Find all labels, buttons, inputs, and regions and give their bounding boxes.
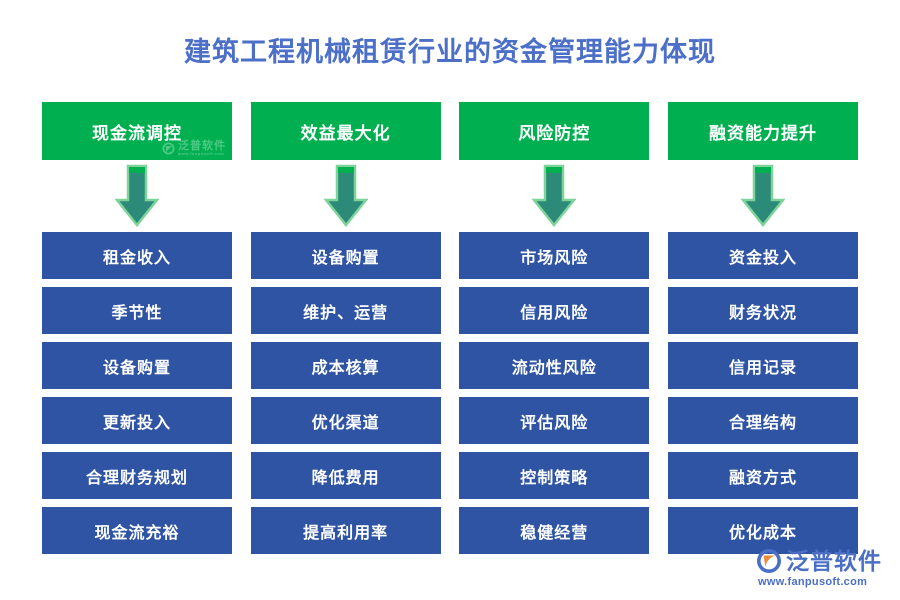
column-header-1-label: 现金流调控 — [92, 123, 182, 143]
column-financing: 融资能力提升 资金投入 财务状况 信用记录 合理结构 融资方式 优化成本 — [667, 102, 858, 554]
item-box[interactable]: 降低费用 — [250, 452, 441, 499]
item-label: 优化渠道 — [311, 414, 380, 432]
header-watermark-url: www.fanpusoft.com — [178, 151, 225, 156]
item-box[interactable]: 市场风险 — [459, 232, 650, 279]
column-risk-control: 风险防控 市场风险 信用风险 流动性风险 评估风险 控制策略 稳健经营 — [459, 102, 650, 554]
item-box[interactable]: 提高利用率 — [250, 507, 441, 554]
item-box[interactable]: 合理结构 — [667, 397, 858, 444]
brand-logo: 泛普软件 www.fanpusoft.com — [756, 548, 882, 588]
column-header-4[interactable]: 融资能力提升 — [667, 102, 858, 160]
item-box[interactable]: 成本核算 — [250, 342, 441, 389]
item-box[interactable]: 融资方式 — [667, 452, 858, 499]
item-label: 成本核算 — [311, 359, 380, 377]
item-box[interactable]: 信用记录 — [667, 342, 858, 389]
item-label: 财务状况 — [728, 304, 797, 322]
arrow-wrap-4 — [668, 160, 858, 232]
item-label: 合理财务规划 — [85, 469, 188, 487]
item-label: 市场风险 — [520, 249, 589, 267]
item-label: 提高利用率 — [303, 524, 389, 542]
fanpu-logo-icon — [162, 142, 175, 155]
fanpu-logo-icon — [757, 549, 781, 573]
logo-url: www.fanpusoft.com — [758, 576, 868, 588]
item-label: 控制策略 — [520, 469, 589, 487]
column-cash-flow: 现金流调控 泛普软件 www.fanpusoft.com — [42, 102, 232, 554]
item-label: 稳健经营 — [520, 524, 589, 542]
item-box[interactable]: 控制策略 — [459, 452, 650, 499]
column-benefit-max: 效益最大化 设备购置 维护、运营 成本核算 优化渠道 降低费用 提高利用率 — [250, 102, 441, 554]
column-header-3-label: 风险防控 — [518, 123, 591, 143]
down-arrow-icon — [740, 164, 785, 228]
item-label: 租金收入 — [102, 249, 171, 267]
arrow-wrap-2 — [251, 160, 441, 232]
item-box[interactable]: 评估风险 — [459, 397, 650, 444]
item-label: 资金投入 — [728, 249, 797, 267]
item-box[interactable]: 设备购置 — [250, 232, 441, 279]
item-label: 降低费用 — [311, 469, 380, 487]
item-label: 设备购置 — [311, 249, 380, 267]
item-box[interactable]: 资金投入 — [667, 232, 858, 279]
item-box[interactable]: 设备购置 — [42, 342, 232, 389]
item-box[interactable]: 季节性 — [42, 287, 232, 334]
page-title: 建筑工程机械租赁行业的资金管理能力体现 — [184, 37, 716, 67]
down-arrow-icon — [323, 164, 368, 228]
item-box[interactable]: 稳健经营 — [459, 507, 650, 554]
arrow-wrap-1 — [42, 160, 232, 232]
item-box[interactable]: 信用风险 — [459, 287, 650, 334]
item-label: 更新投入 — [102, 414, 171, 432]
column-header-4-label: 融资能力提升 — [708, 123, 817, 143]
item-label: 季节性 — [111, 304, 163, 322]
logo-brand: 泛普软件 — [786, 547, 882, 574]
down-arrow-icon — [532, 164, 577, 228]
item-box[interactable]: 财务状况 — [667, 287, 858, 334]
item-box[interactable]: 更新投入 — [42, 397, 232, 444]
column-header-2[interactable]: 效益最大化 — [250, 102, 441, 160]
item-label: 维护、运营 — [303, 304, 389, 322]
item-label: 信用风险 — [520, 304, 589, 322]
item-label: 设备购置 — [102, 359, 171, 377]
column-header-2-label: 效益最大化 — [300, 123, 391, 143]
arrow-wrap-3 — [459, 160, 649, 232]
item-label: 优化成本 — [728, 524, 797, 542]
column-header-1[interactable]: 现金流调控 泛普软件 www.fanpusoft.com — [42, 102, 232, 160]
logo-row: 泛普软件 — [756, 548, 882, 574]
header-watermark-brand: 泛普软件 — [178, 140, 226, 152]
item-box[interactable]: 流动性风险 — [459, 342, 650, 389]
item-box[interactable]: 现金流充裕 — [42, 507, 232, 554]
item-label: 流动性风险 — [511, 359, 597, 377]
item-box[interactable]: 优化渠道 — [250, 397, 441, 444]
down-arrow-icon — [115, 164, 159, 228]
item-label: 现金流充裕 — [94, 524, 180, 542]
item-label: 信用记录 — [728, 359, 797, 377]
item-box[interactable]: 优化成本 — [667, 507, 858, 554]
item-box[interactable]: 租金收入 — [42, 232, 232, 279]
item-label: 融资方式 — [728, 469, 797, 487]
column-header-3[interactable]: 风险防控 — [459, 102, 650, 160]
item-box[interactable]: 维护、运营 — [250, 287, 441, 334]
columns-grid: 现金流调控 泛普软件 www.fanpusoft.com — [42, 102, 858, 554]
item-label: 合理结构 — [728, 414, 797, 432]
item-label: 评估风险 — [520, 414, 589, 432]
item-box[interactable]: 合理财务规划 — [42, 452, 232, 499]
